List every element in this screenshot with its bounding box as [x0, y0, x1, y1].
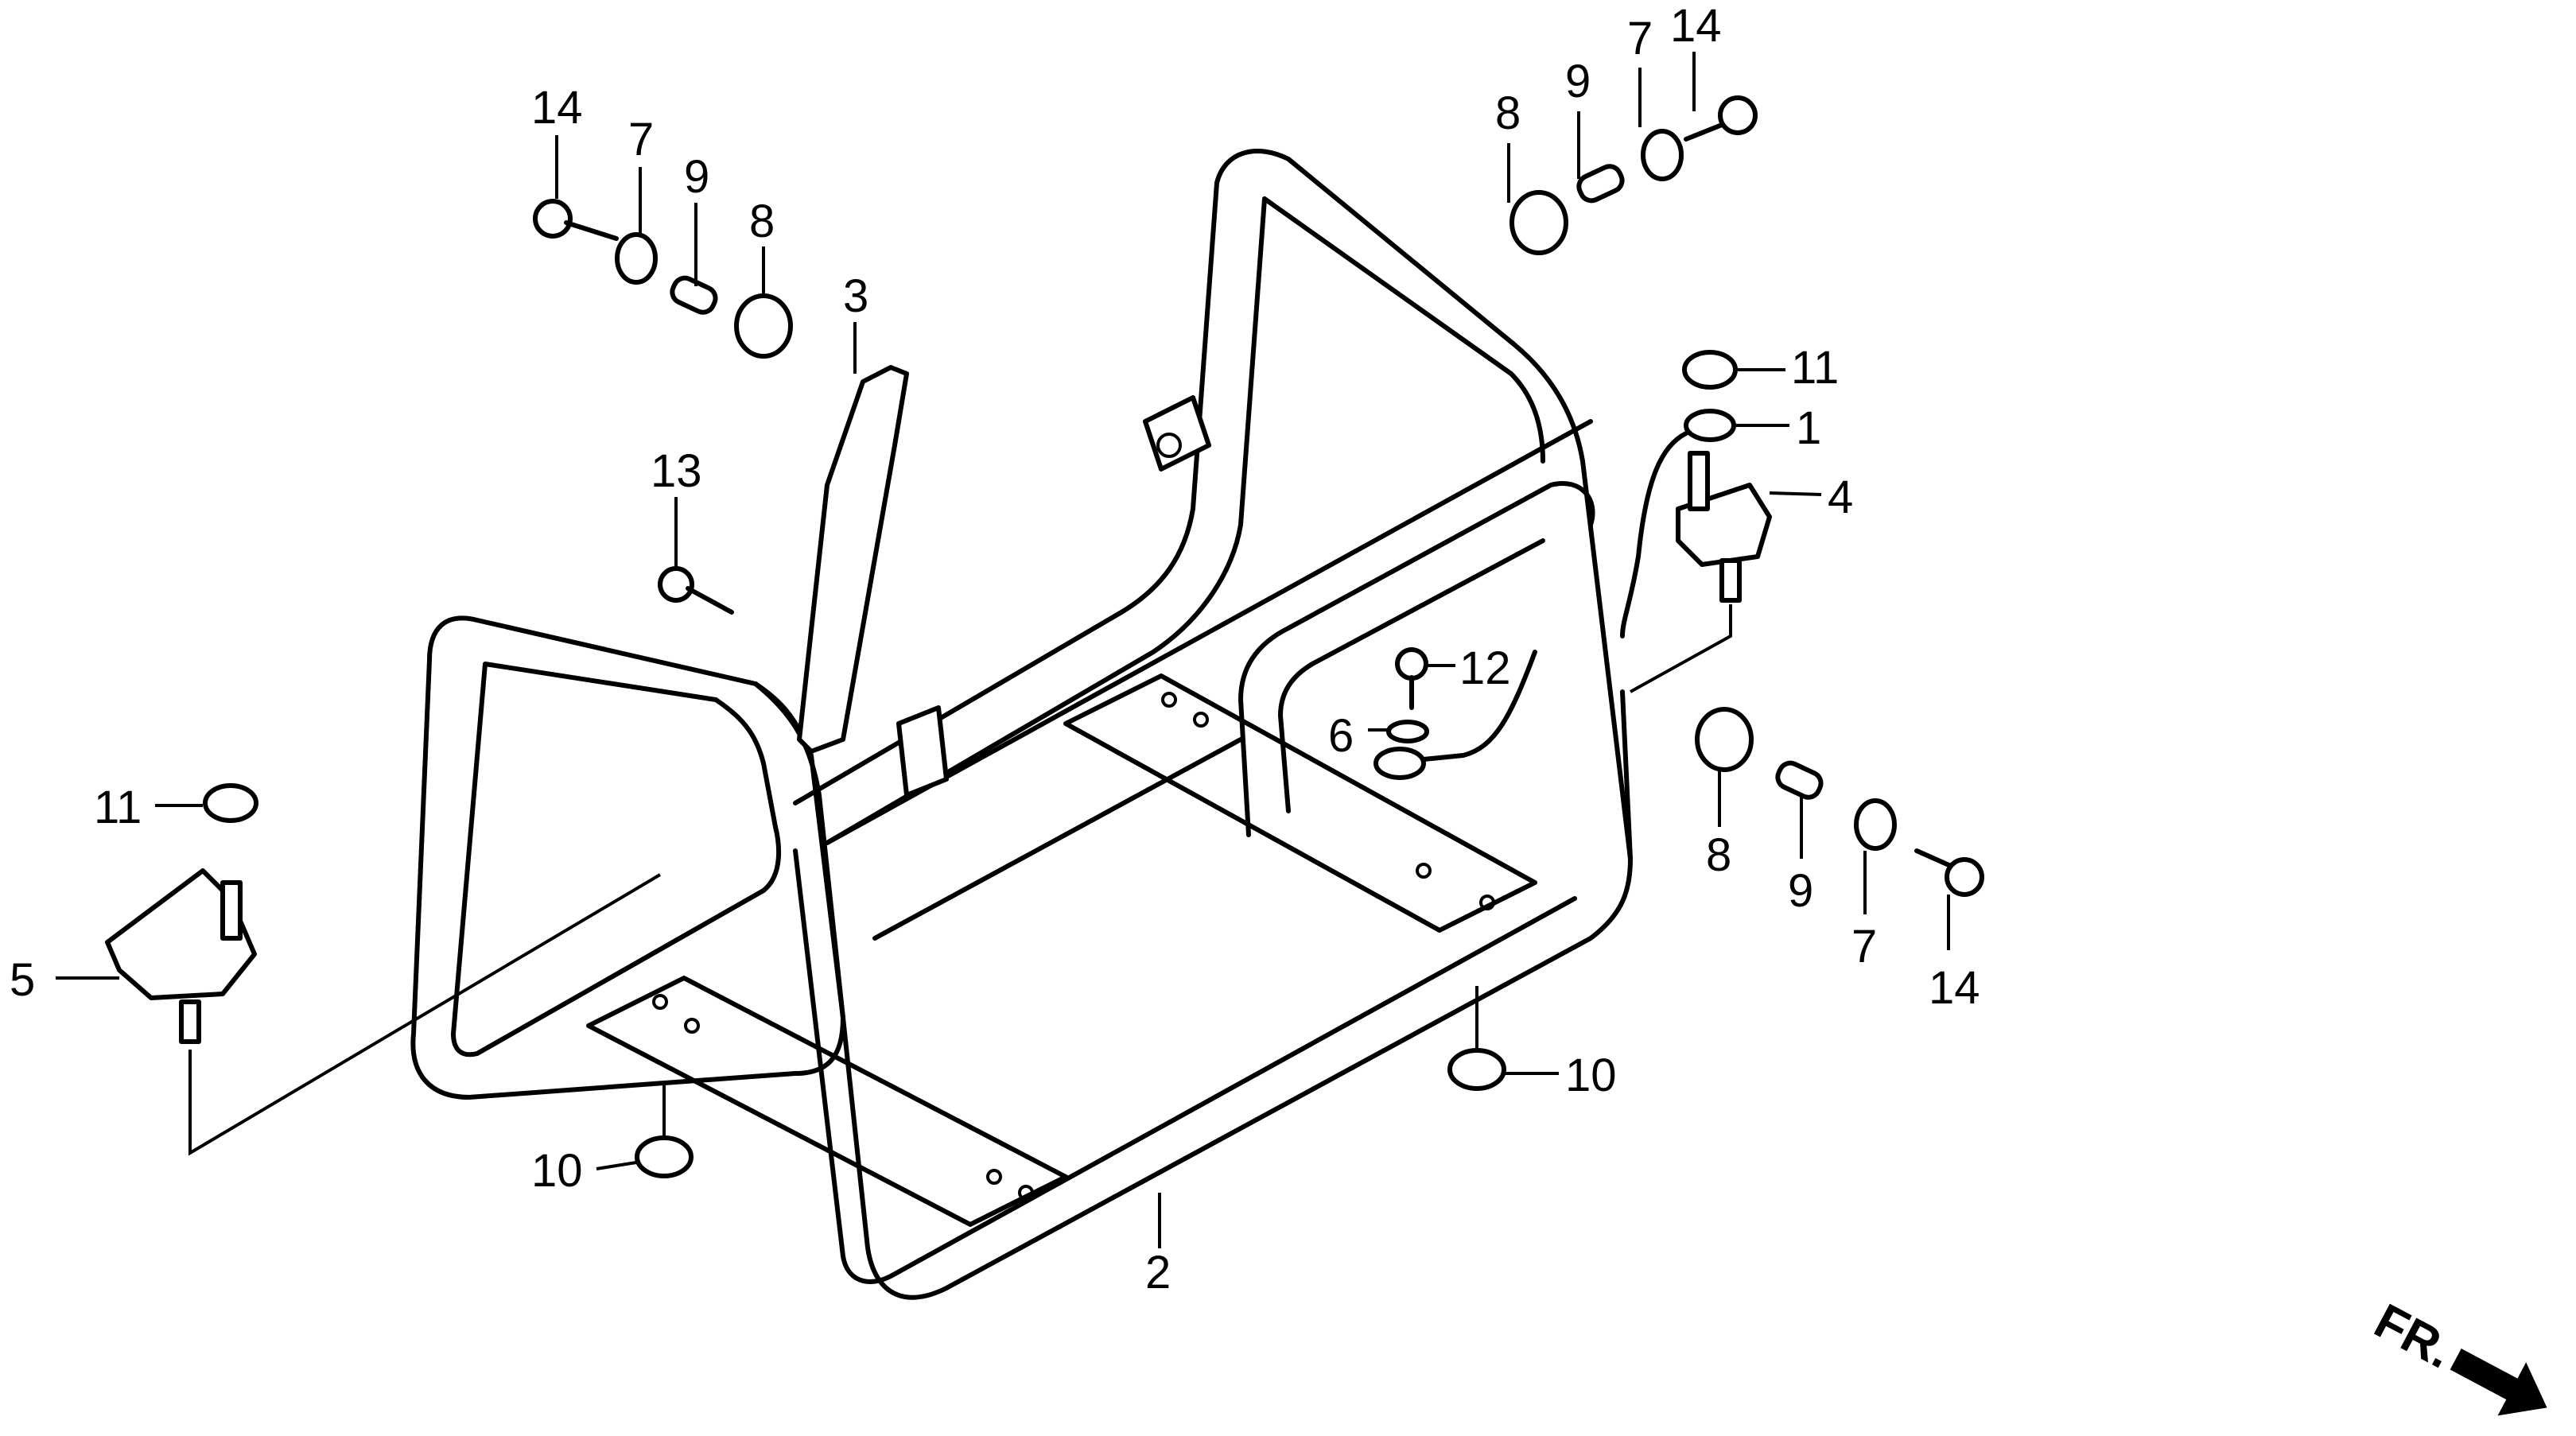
callout-11: 11 [94, 782, 142, 833]
plate-hole [652, 994, 668, 1010]
callout-3: 3 [843, 270, 868, 322]
plate-hole [1416, 863, 1432, 879]
front-direction-indicator: FR. [2366, 1294, 2547, 1416]
mount-stud-bottom [1719, 558, 1742, 603]
callout-labels: 14 7 9 8 3 13 8 9 7 14 11 1 4 12 6 8 9 7… [10, 0, 1980, 1298]
collar [670, 275, 718, 315]
mount-plate-right [1063, 673, 1537, 933]
frame-base-rail-back [825, 419, 1593, 845]
callout-14: 14 [531, 82, 583, 134]
frame-front-loop-outer [1238, 481, 1595, 837]
plate-hole [1018, 1185, 1034, 1201]
callout-13: 13 [651, 445, 702, 497]
washer [615, 232, 658, 285]
frame-tab-hole [1156, 433, 1182, 458]
callout-11: 11 [1791, 342, 1839, 394]
frame-front-upright-left [753, 681, 1633, 1300]
center-hardware [1373, 647, 1537, 780]
flange-bolt-head [1945, 857, 1984, 897]
callout-9: 9 [1788, 865, 1813, 917]
frame-back-loop-inner [825, 196, 1267, 845]
front-label: FR. [2366, 1294, 2462, 1380]
bolt-thread [1914, 848, 1955, 869]
callout-14: 14 [1670, 0, 1722, 52]
cable-terminal [1684, 409, 1736, 442]
arrow-right-down-icon [2450, 1349, 2547, 1416]
mount-stud-top [1688, 451, 1710, 511]
callout-5: 5 [10, 954, 35, 1006]
frame [410, 149, 1633, 1300]
upper-right-hardware [1509, 95, 1758, 255]
rubber-mount [734, 293, 793, 359]
washer [1641, 129, 1684, 181]
callout-9: 9 [1565, 56, 1591, 107]
bracket-part-3 [797, 365, 909, 754]
frame-tab-clip [896, 705, 949, 798]
mount-plate-left [586, 976, 1068, 1227]
flange-nut [203, 783, 258, 823]
callout-7: 7 [1627, 13, 1653, 64]
lock-washer [1386, 720, 1429, 743]
ground-cable-lower [1421, 650, 1537, 762]
leader-line [1630, 604, 1732, 693]
left-mount-cluster [105, 783, 662, 1156]
rubber-mount [1509, 190, 1568, 255]
callout-6: 6 [1328, 710, 1354, 762]
callout-4: 4 [1828, 472, 1853, 523]
washer [1854, 798, 1897, 851]
frame-base-rail-mid [872, 737, 1243, 941]
callout-12: 12 [1459, 642, 1511, 694]
frame-front-loop-inner [1278, 538, 1545, 813]
bolt-13-thread [686, 586, 734, 615]
flange-bolt-head [1718, 95, 1758, 135]
lower-right-hardware [1695, 707, 1984, 897]
ground-cable [1620, 431, 1688, 638]
plate-hole [1193, 712, 1209, 728]
bolt-thread [564, 220, 619, 241]
flange-bolt-13-head [658, 566, 694, 603]
collar [1576, 164, 1625, 204]
plate-hole [986, 1169, 1002, 1185]
bolt-thread [1684, 121, 1728, 142]
rubber-mount [1695, 707, 1754, 772]
callout-1: 1 [1796, 402, 1821, 454]
callout-14: 14 [1929, 962, 1980, 1014]
flange-bolt-12-head [1395, 647, 1428, 681]
flange-nut-10-left [635, 1135, 694, 1178]
callout-leaders [56, 52, 1950, 1248]
frame-front-upright-left-inner [793, 848, 1577, 1284]
callout-8: 8 [1495, 87, 1521, 139]
callout-9: 9 [684, 151, 709, 203]
callout-2: 2 [1145, 1247, 1171, 1298]
plate-hole [684, 1018, 700, 1034]
frame-left-loop-inner [451, 662, 782, 1058]
cable-terminal [1373, 747, 1426, 780]
plate-hole [1161, 692, 1177, 708]
flange-bolt-head [533, 199, 573, 239]
callout-7: 7 [1851, 921, 1877, 972]
frame-back-loop-left [793, 180, 1219, 805]
callout-10: 10 [531, 1145, 583, 1197]
collar [1775, 760, 1824, 800]
callout-7: 7 [628, 114, 654, 165]
flange-nut [1682, 350, 1738, 390]
callout-8: 8 [1706, 829, 1731, 881]
frame-back-loop-outer [1214, 149, 1633, 861]
upper-left-hardware [533, 199, 793, 615]
flange-nut-10-right [1447, 1048, 1506, 1091]
callout-10: 10 [1565, 1050, 1617, 1101]
callout-8: 8 [749, 196, 775, 247]
leader-line [188, 873, 662, 1156]
mount-stud-bottom [179, 999, 201, 1044]
mount-stud-top [220, 880, 243, 941]
plate-hole [1479, 895, 1495, 910]
right-mount-cluster [1620, 350, 1772, 693]
frame-back-loop-inner-top [1262, 196, 1545, 464]
mount-rubber-5 [105, 868, 257, 1000]
